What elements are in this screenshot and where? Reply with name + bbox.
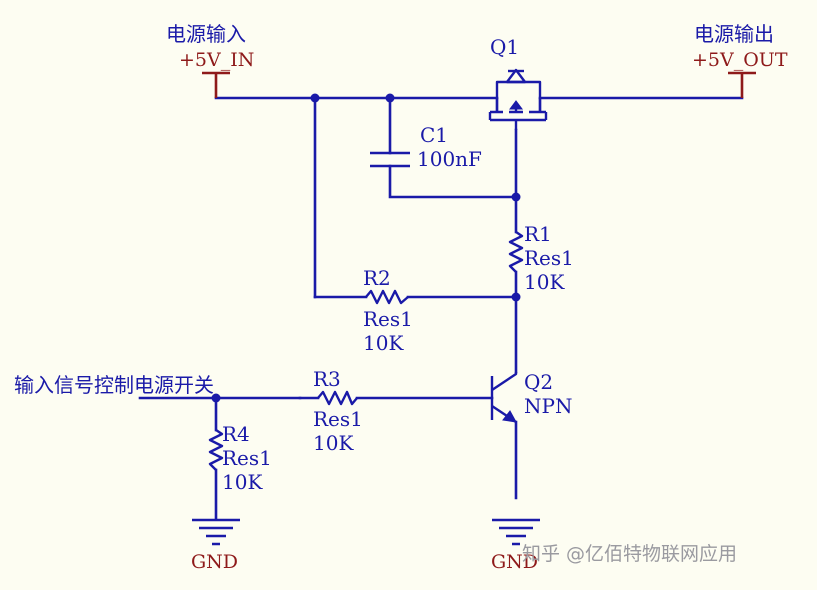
junction-dot bbox=[511, 292, 521, 302]
q2-npn-transistor: Q2 NPN bbox=[490, 370, 572, 423]
junction-dot bbox=[310, 93, 320, 103]
r3-value: 10K bbox=[313, 431, 354, 455]
r1-type: Res1 bbox=[524, 246, 574, 270]
r3-type: Res1 bbox=[313, 407, 363, 431]
watermark-text: 知乎 @亿佰特物联网应用 bbox=[522, 543, 737, 565]
r3-resistor: R3 Res1 10K bbox=[313, 367, 363, 455]
port-5v-out: 电源输出 +5V_OUT bbox=[692, 22, 788, 98]
r1-resistor: R1 Res1 10K bbox=[508, 222, 574, 294]
r3-designator: R3 bbox=[313, 367, 341, 391]
port-out-title: 电源输出 bbox=[694, 22, 774, 46]
junction-dot bbox=[211, 393, 221, 403]
port-in-net: +5V_IN bbox=[179, 49, 254, 71]
r4-type: Res1 bbox=[222, 446, 272, 470]
junction-dot bbox=[511, 192, 521, 202]
r4-value: 10K bbox=[222, 470, 263, 494]
r1-designator: R1 bbox=[524, 222, 552, 246]
c1-designator: C1 bbox=[420, 123, 448, 147]
r2-resistor: R2 Res1 10K bbox=[363, 266, 413, 355]
junction-dot bbox=[385, 93, 395, 103]
r4-designator: R4 bbox=[222, 422, 250, 446]
junctions bbox=[211, 93, 521, 403]
q1-designator: Q1 bbox=[490, 35, 519, 59]
q2-designator: Q2 bbox=[524, 370, 553, 394]
ground-left: GND bbox=[191, 518, 240, 573]
q1-pmos: Q1 bbox=[488, 35, 548, 130]
ground-left-label: GND bbox=[191, 551, 238, 573]
port-in-title: 电源输入 bbox=[166, 22, 246, 46]
r4-resistor: R4 Res1 10K bbox=[208, 422, 272, 494]
c1-capacitor: C1 100nF bbox=[370, 123, 482, 171]
wire-c1-bottom bbox=[388, 164, 518, 199]
control-input-label: 输入信号控制电源开关 bbox=[14, 373, 214, 397]
r2-type: Res1 bbox=[363, 307, 413, 331]
r1-value: 10K bbox=[524, 270, 565, 294]
ground-right-label: GND bbox=[491, 551, 538, 573]
c1-value: 100nF bbox=[417, 147, 482, 171]
r2-value: 10K bbox=[363, 331, 404, 355]
wires bbox=[138, 96, 744, 520]
q2-type: NPN bbox=[524, 394, 572, 418]
port-out-net: +5V_OUT bbox=[692, 49, 788, 71]
port-5v-in: 电源输入 +5V_IN bbox=[166, 22, 254, 98]
r2-designator: R2 bbox=[363, 266, 391, 290]
ground-right: GND bbox=[491, 518, 540, 573]
